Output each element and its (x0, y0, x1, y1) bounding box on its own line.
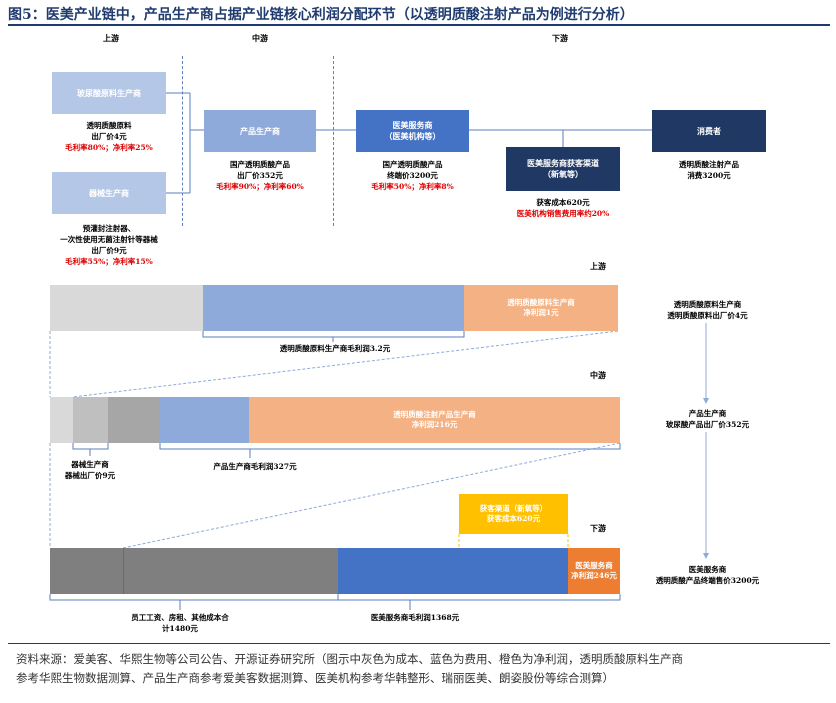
up-right-title: 透明质酸原料生产商 (673, 300, 742, 309)
channel-ratio: 医美机构销售费用率约20% (516, 209, 610, 218)
raw-material-info: 透明质酸原料 (86, 121, 132, 130)
up-expense-segment (203, 285, 464, 331)
mid-other-cost-segment (108, 397, 160, 443)
source-line-1: 资料来源：爱美客、华熙生物等公司公告、开源证券研究所（图示中灰色为成本、蓝色为费… (16, 652, 683, 666)
bar-mid-label: 中游 (590, 370, 606, 380)
channel-box-title: 获客渠道（新氧等） (479, 504, 548, 513)
mid-right-price: 玻尿酸产品出厂价352元 (665, 420, 750, 429)
mid-profit-segment: 透明质酸注射产品生产商 净利润216元 (249, 397, 620, 443)
up-right-price: 透明质酸原料出厂价4元 (667, 311, 748, 320)
raw-material-price: 出厂价4元 (91, 132, 127, 141)
down-profit-segment: 医美服务商 净利润246元 (568, 548, 620, 594)
product-margin: 毛利率90%；净利率60% (216, 182, 304, 191)
service-price: 终端价3200元 (387, 171, 438, 180)
acquisition-channel-subtitle: （新氧等） (543, 169, 583, 179)
raw-material-producer-box: 玻尿酸原料生产商 (52, 72, 166, 114)
down-operating-cost-segment (123, 548, 339, 594)
mid-device-price: 器械出厂价9元 (64, 471, 116, 480)
source-line-2: 参考华熙生物数据测算、产品生产商参考爱美客数据测算、医美机构参考华韩整形、瑞丽医… (16, 671, 614, 685)
mid-gross-profit-label: 产品生产商毛利润327元 (213, 462, 297, 471)
service-info: 国产透明质酸产品 (382, 160, 443, 169)
tier-midstream: 中游 (252, 33, 268, 43)
figure-title: 图5：医美产业链中，产品生产商占据产业链核心利润分配环节（以透明质酸注射产品为例… (8, 7, 634, 23)
consumer-price: 消费3200元 (687, 171, 731, 180)
mid-profit-value: 净利润216元 (411, 420, 458, 429)
acquisition-channel-title: 医美服务商获客渠道 (527, 158, 599, 168)
product-price: 出厂价352元 (237, 171, 283, 180)
down-cost-label-1: 员工工资、房租、其他成本合 (131, 613, 229, 622)
mid-right-title: 产品生产商 (688, 409, 727, 418)
medical-service-subtitle: （医美机构等） (384, 131, 441, 141)
mid-device-cost-segment (73, 397, 108, 443)
up-profit-segment: 透明质酸原料生产商 净利润1元 (464, 285, 618, 331)
down-product-cost-segment (50, 548, 123, 594)
mid-device-title: 器械生产商 (71, 460, 109, 469)
consumer-info: 透明质酸注射产品 (679, 160, 739, 169)
down-profit-value: 净利润246元 (571, 571, 617, 580)
mid-expense-segment (160, 397, 249, 443)
source-note: 资料来源：爱美客、华熙生物等公司公告、开源证券研究所（图示中灰色为成本、蓝色为费… (16, 650, 826, 688)
consumer-box: 消费者 (652, 110, 766, 152)
bar-up-label: 上游 (590, 261, 606, 271)
device-info-1: 预灌封注射器、 (82, 224, 136, 233)
down-right-title: 医美服务商 (688, 565, 727, 574)
bar-down-label: 下游 (590, 523, 606, 533)
channel-cost: 获客成本620元 (536, 198, 590, 207)
separator-mid-down (333, 56, 334, 226)
down-right-price: 透明质酸产品终端售价3200元 (655, 576, 760, 585)
mid-profit-title: 透明质酸注射产品生产商 (393, 410, 476, 419)
product-info: 国产透明质酸产品 (230, 160, 290, 169)
tier-upstream: 上游 (103, 33, 119, 43)
channel-cost-box: 获客渠道（新氧等） 获客成本620元 (459, 494, 568, 534)
medical-service-title: 医美服务商 (392, 120, 433, 130)
medical-service-box: 医美服务商 （医美机构等） (356, 110, 469, 152)
down-gross-profit-label: 医美服务商毛利润1368元 (370, 613, 460, 622)
down-expense-segment (338, 548, 568, 594)
tier-downstream: 下游 (552, 33, 568, 43)
service-margin: 毛利率50%；净利率8% (371, 182, 454, 191)
mid-raw-cost-segment (50, 397, 73, 443)
down-profit-title: 医美服务商 (575, 561, 613, 570)
channel-box-value: 获客成本620元 (486, 514, 541, 523)
source-rule (8, 643, 830, 644)
up-profit-title: 透明质酸原料生产商 (507, 298, 575, 307)
product-producer-box: 产品生产商 (204, 110, 316, 152)
acquisition-channel-box: 医美服务商获客渠道 （新氧等） (506, 147, 620, 191)
device-producer-box: 器械生产商 (52, 172, 166, 214)
separator-up-mid (182, 56, 183, 226)
device-price: 出厂价9元 (91, 246, 127, 255)
raw-material-margin: 毛利率80%；净利率25% (65, 143, 153, 152)
up-gross-profit-label: 透明质酸原料生产商毛利润3.2元 (279, 344, 391, 353)
up-cost-segment (50, 285, 203, 331)
title-rule (8, 24, 830, 26)
device-info-2: 一次性使用无菌注射针等器械 (60, 235, 158, 244)
up-profit-value: 净利润1元 (523, 308, 559, 317)
down-cost-label-2: 计1480元 (162, 624, 198, 633)
device-margin: 毛利率55%；净利率15% (65, 257, 153, 266)
